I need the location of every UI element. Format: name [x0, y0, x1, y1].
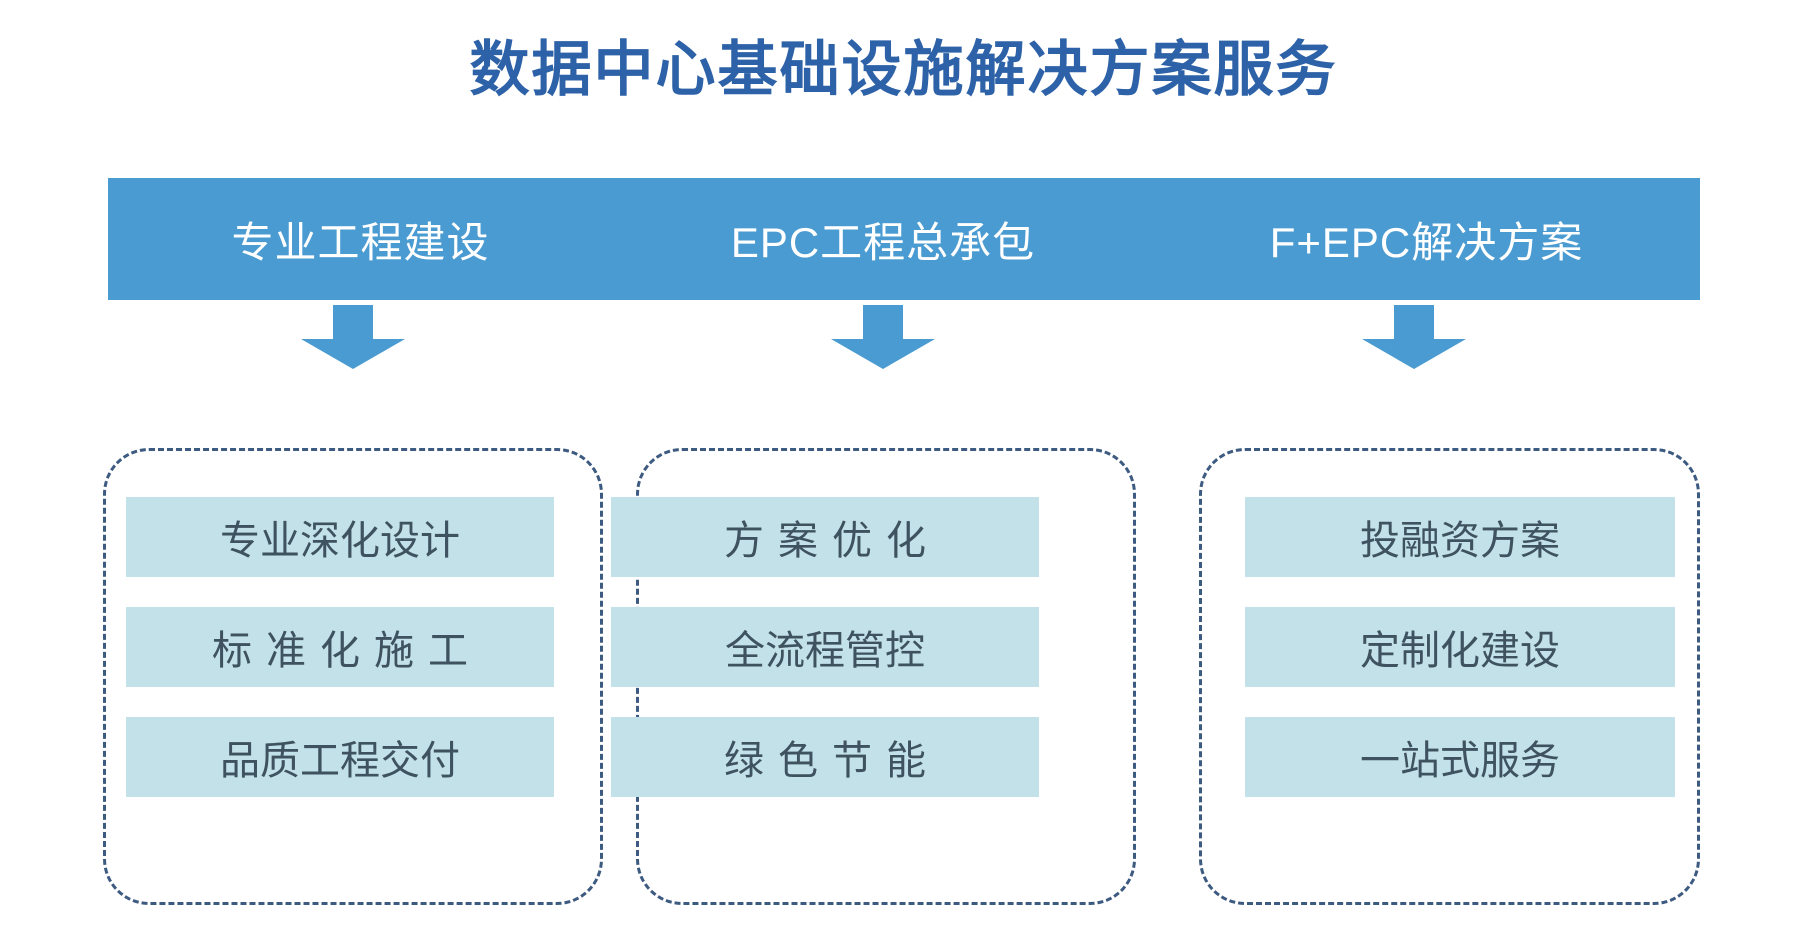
list-item[interactable]: 投融资方案 — [1245, 497, 1675, 577]
down-arrow-icon — [301, 305, 405, 369]
down-arrow-icon — [831, 305, 935, 369]
arrow-head — [1362, 339, 1466, 369]
arrow-head — [831, 339, 935, 369]
arrow-stem — [863, 305, 903, 342]
item-list-epc: 方案优化 全流程管控 绿色节能 — [611, 497, 1039, 797]
column-header-epc[interactable]: EPC工程总承包 — [730, 218, 1036, 266]
down-arrow-icon — [1362, 305, 1466, 369]
group-box-professional-engineering — [103, 448, 603, 905]
list-item[interactable]: 标准化施工 — [126, 607, 554, 687]
arrow-head — [301, 339, 405, 369]
page-title: 数据中心基础设施解决方案服务 — [469, 36, 1338, 103]
item-list-f-epc: 投融资方案 定制化建设 一站式服务 — [1245, 497, 1675, 797]
list-item[interactable]: 一站式服务 — [1245, 717, 1675, 797]
column-header-professional-engineering[interactable]: 专业工程建设 — [231, 218, 490, 266]
list-item[interactable]: 全流程管控 — [611, 607, 1039, 687]
arrow-stem — [1394, 305, 1434, 342]
list-item[interactable]: 绿色节能 — [611, 717, 1039, 797]
arrow-stem — [333, 305, 373, 342]
column-header-f-epc[interactable]: F+EPC解决方案 — [1269, 218, 1584, 266]
list-item[interactable]: 定制化建设 — [1245, 607, 1675, 687]
list-item[interactable]: 品质工程交付 — [126, 717, 554, 797]
group-box-f-epc — [1199, 448, 1700, 905]
header-bar: 专业工程建设 EPC工程总承包 F+EPC解决方案 — [108, 178, 1700, 300]
item-list-professional-engineering: 专业深化设计 标准化施工 品质工程交付 — [126, 497, 554, 797]
list-item[interactable]: 专业深化设计 — [126, 497, 554, 577]
list-item[interactable]: 方案优化 — [611, 497, 1039, 577]
